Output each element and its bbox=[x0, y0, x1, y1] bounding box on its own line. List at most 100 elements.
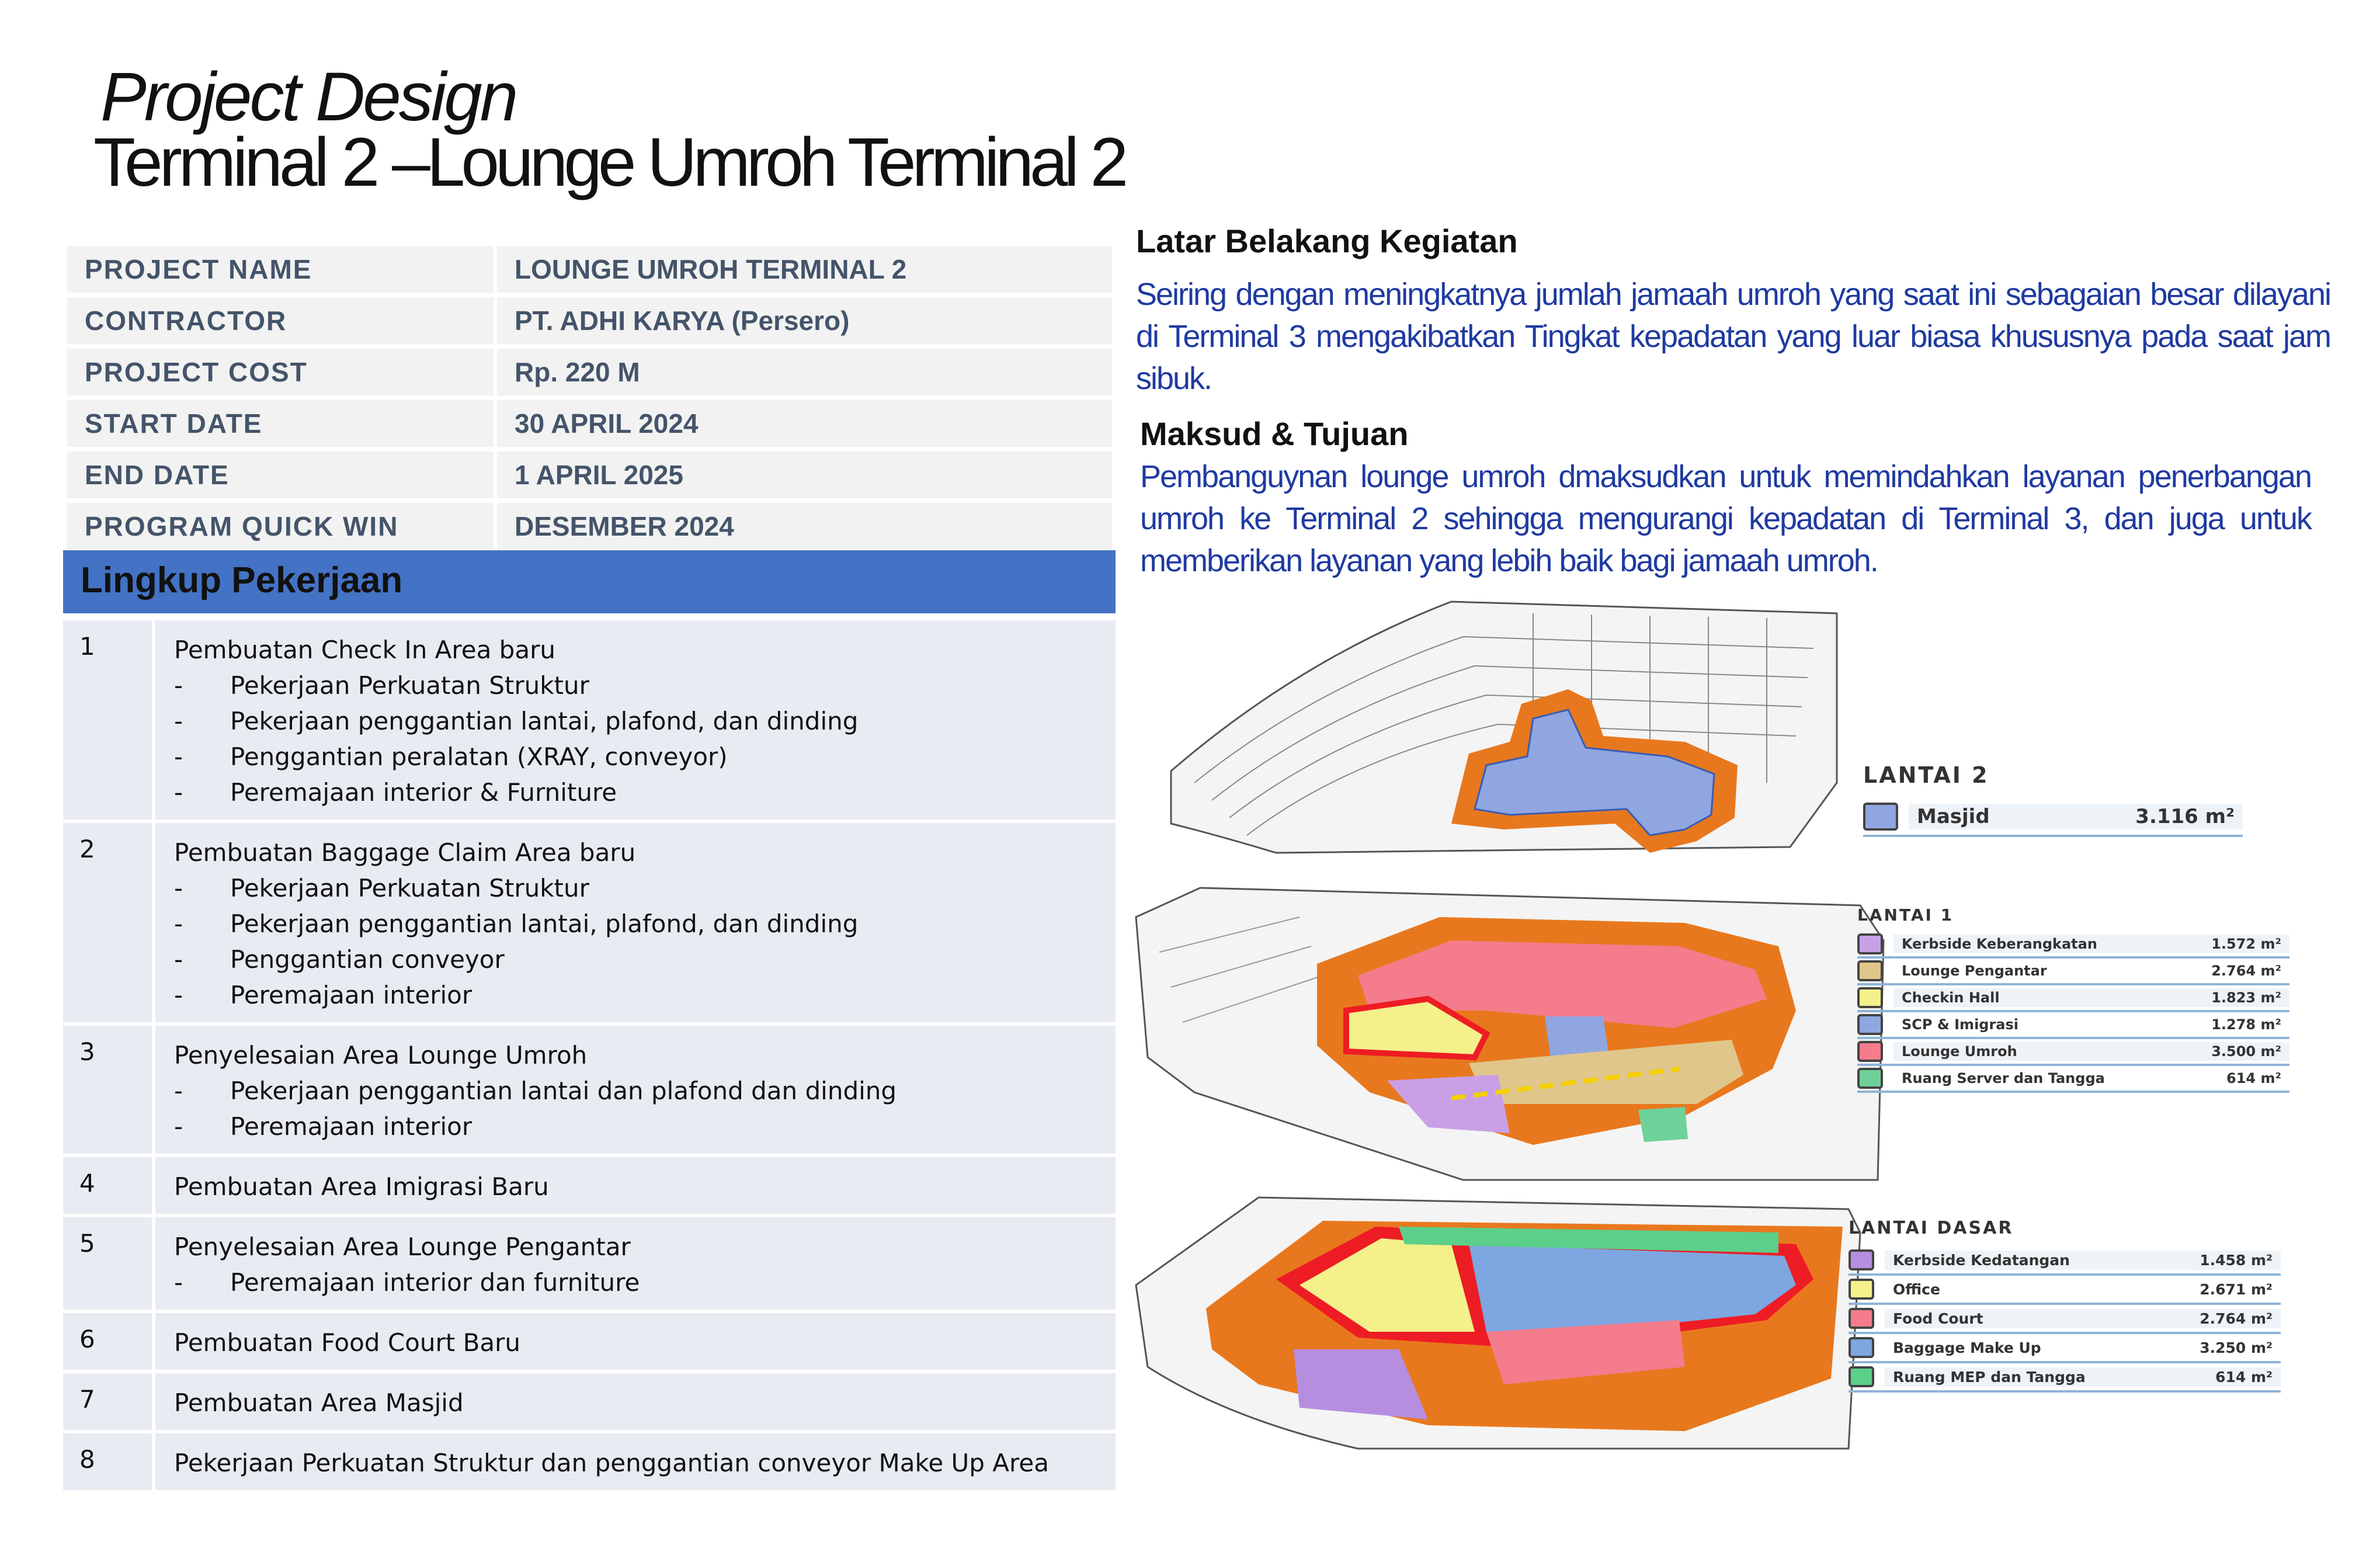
legend-swatch bbox=[1857, 933, 1883, 954]
floor-plan-illustration bbox=[1135, 600, 1885, 1450]
info-value: PT. ADHI KARYA (Persero) bbox=[497, 297, 1116, 344]
scope-number: 8 bbox=[63, 1433, 155, 1490]
legend-swatch bbox=[1849, 1337, 1874, 1358]
legend-area: 2.764 m² bbox=[2211, 963, 2281, 979]
scope-body: Pembuatan Baggage Claim Area baru - Pekerj… bbox=[155, 823, 1116, 1022]
scope-row: 6 Pembuatan Food Court Baru bbox=[63, 1310, 1116, 1370]
info-label: PROJECT NAME bbox=[67, 246, 497, 293]
legend-area: 1.278 m² bbox=[2211, 1016, 2281, 1033]
legend-swatch bbox=[1849, 1249, 1874, 1270]
legend-swatch bbox=[1849, 1366, 1874, 1387]
floor-plan-lantai-dasar bbox=[1135, 1196, 1861, 1450]
scope-number: 6 bbox=[63, 1313, 155, 1370]
scope-body: Pembuatan Area Imigrasi Baru bbox=[155, 1157, 1116, 1214]
legend-row: Lounge Umroh 3.500 m² bbox=[1857, 1039, 2289, 1066]
scope-body: Pembuatan Area Masjid bbox=[155, 1373, 1116, 1430]
scope-subitem: - Pekerjaan penggantian lantai, plafond, … bbox=[174, 906, 1116, 942]
scope-body: Pekerjaan Perkuatan Struktur dan penggan… bbox=[155, 1433, 1116, 1490]
latar-text: Seiring dengan meningkatnya jumlah jamaa… bbox=[1136, 277, 2332, 396]
legend-name: Kerbside Kedatangan bbox=[1893, 1251, 2070, 1269]
scope-title: Pembuatan Baggage Claim Area baru bbox=[174, 838, 636, 867]
legend-name: SCP & Imigrasi bbox=[1902, 1016, 2019, 1033]
scope-subitem-text: Pekerjaan Perkuatan Struktur bbox=[230, 671, 589, 700]
legend-swatch bbox=[1857, 1014, 1883, 1035]
legend-swatch bbox=[1863, 803, 1898, 831]
legend-name: Kerbside Keberangkatan bbox=[1902, 936, 2097, 952]
legend-area: 2.671 m² bbox=[2200, 1280, 2273, 1298]
scope-number: 1 bbox=[63, 620, 155, 820]
legend-name: Lounge Umroh bbox=[1902, 1043, 2017, 1060]
scope-subitem-text: Pekerjaan penggantian lantai dan plafond… bbox=[230, 1077, 897, 1105]
scope-subitem: - Penggantian conveyor bbox=[174, 942, 1116, 977]
scope-subitem-text: Pekerjaan penggantian lantai, plafond, d… bbox=[230, 909, 859, 938]
legend-swatch bbox=[1857, 987, 1883, 1008]
scope-row: 8 Pekerjaan Perkuatan Struktur dan pengga… bbox=[63, 1430, 1116, 1490]
scope-number: 7 bbox=[63, 1373, 155, 1430]
bullet-dash: - bbox=[174, 981, 183, 1009]
scope-subitem: -Peremajaan interior bbox=[174, 977, 1116, 1013]
legend-area: 1.458 m² bbox=[2200, 1251, 2273, 1269]
bullet-dash: - bbox=[174, 1112, 183, 1141]
legend-swatch bbox=[1849, 1308, 1874, 1329]
scope-body: Pembuatan Check In Area baru-Pekerjaan P… bbox=[155, 620, 1116, 820]
legend-area: 2.764 m² bbox=[2200, 1310, 2273, 1327]
info-label: START DATE bbox=[67, 400, 497, 447]
scope-title: Pekerjaan Perkuatan Struktur dan penggan… bbox=[174, 1449, 1049, 1477]
legend-swatch bbox=[1849, 1279, 1874, 1300]
scope-title: Pembuatan Area Imigrasi Baru bbox=[174, 1172, 549, 1201]
bullet-dash: - bbox=[174, 945, 183, 974]
bullet-dash: - bbox=[174, 1077, 183, 1105]
legend-area: 3.500 m² bbox=[2211, 1043, 2281, 1060]
scope-subitem: -Pekerjaan penggantian lantai, plafond, … bbox=[174, 703, 1116, 739]
maksud-text: Pembanguynan lounge umroh dmaksudkan unt… bbox=[1140, 459, 2312, 578]
scope-body: Penyelesaian Area Lounge Pengantar-Perem… bbox=[155, 1217, 1116, 1310]
info-value: DESEMBER 2024 bbox=[497, 503, 1116, 550]
legend-text: SCP & Imigrasi 1.278 m² bbox=[1893, 1015, 2289, 1034]
legend-area: 3.116 m² bbox=[2135, 805, 2235, 828]
bullet-dash: - bbox=[174, 874, 183, 902]
scope-subitem-text: Peremajaan interior bbox=[230, 1112, 472, 1141]
slide-title: Project Design bbox=[100, 58, 518, 136]
legend-swatch bbox=[1857, 960, 1883, 981]
legend-lantai-2-title: LANTAI 2 bbox=[1863, 762, 1989, 788]
bullet-dash: - bbox=[174, 707, 183, 735]
scope-title: Pembuatan Food Court Baru bbox=[174, 1328, 521, 1357]
scope-number: 2 bbox=[63, 823, 155, 1022]
scope-subitem-text: Peremajaan interior dan furniture bbox=[230, 1268, 640, 1297]
subtitle-prefix: Terminal 2 – bbox=[93, 124, 430, 201]
legend-area: 614 m² bbox=[2226, 1070, 2281, 1086]
scope-subitem: -Peremajaan interior & Furniture bbox=[174, 775, 1116, 810]
scope-title: Pembuatan Check In Area baru bbox=[174, 636, 555, 664]
scope-subitem: -Pekerjaan Perkuatan Struktur bbox=[174, 668, 1116, 703]
scope-row: 2 Pembuatan Baggage Claim Area baru - Peker… bbox=[63, 820, 1116, 1022]
scope-number: 3 bbox=[63, 1026, 155, 1154]
scope-body: Pembuatan Food Court Baru bbox=[155, 1313, 1116, 1370]
subtitle-main: Lounge Umroh Terminal 2 bbox=[426, 124, 1129, 201]
bullet-dash: - bbox=[174, 909, 183, 938]
legend-text: Lounge Umroh 3.500 m² bbox=[1893, 1042, 2289, 1061]
scope-subitem-text: Penggantian conveyor bbox=[230, 945, 505, 974]
info-label: PROGRAM QUICK WIN bbox=[67, 503, 497, 550]
legend-name: Checkin Hall bbox=[1902, 989, 2000, 1006]
legend-lantai-dasar-title: LANTAI DASAR bbox=[1849, 1218, 2014, 1238]
info-label: PROJECT COST bbox=[67, 349, 497, 395]
bullet-dash: - bbox=[174, 742, 183, 771]
info-value: LOUNGE UMROH TERMINAL 2 bbox=[497, 246, 1116, 293]
